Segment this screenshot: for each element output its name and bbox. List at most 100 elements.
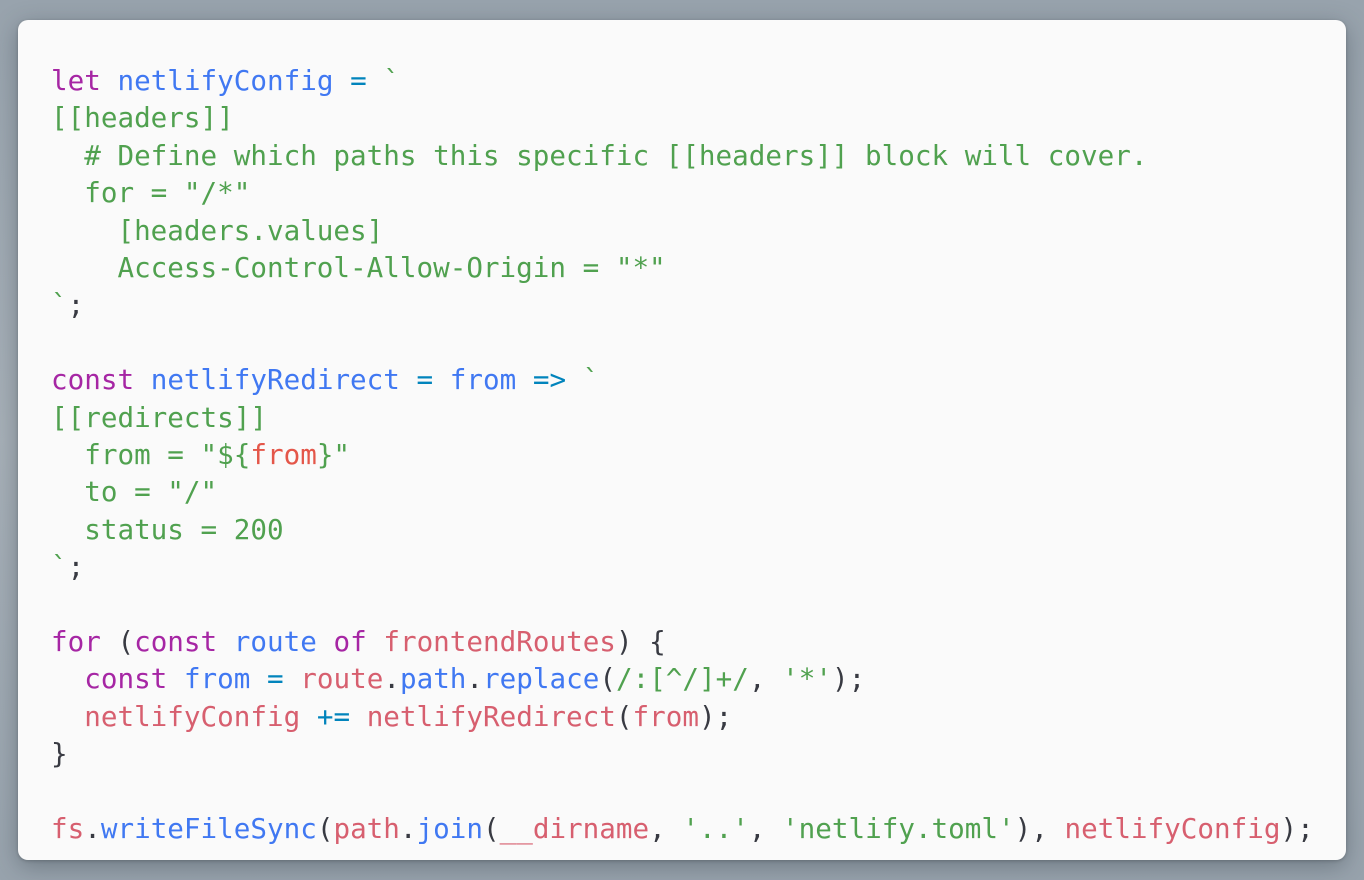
code-line: to = "/" bbox=[51, 473, 1314, 510]
code-token bbox=[350, 700, 367, 733]
code-token: from = "${ bbox=[51, 437, 251, 471]
code-token: ` bbox=[51, 288, 68, 322]
code-token: '*' bbox=[782, 662, 832, 696]
code-token: [[redirects]] bbox=[51, 400, 267, 434]
code-token: . bbox=[466, 662, 484, 696]
code-token: from bbox=[250, 437, 317, 471]
code-token bbox=[101, 64, 118, 97]
code-token: of bbox=[333, 624, 367, 658]
code-token: status = 200 bbox=[51, 512, 284, 546]
code-token bbox=[167, 662, 184, 695]
code-line: const netlifyRedirect = from => ` bbox=[51, 361, 1314, 398]
code-token: const bbox=[51, 363, 135, 397]
code-token: netlifyRedirect bbox=[366, 699, 616, 733]
code-token bbox=[300, 700, 317, 733]
code-token bbox=[250, 662, 267, 695]
code-line bbox=[51, 324, 1314, 361]
code-token: frontendRoutes bbox=[383, 624, 616, 658]
code-token: fs bbox=[51, 811, 85, 845]
code-line: [[headers]] bbox=[51, 99, 1314, 136]
code-line: for = "/*" bbox=[51, 174, 1314, 211]
code-token: for bbox=[51, 624, 101, 658]
code-token: . bbox=[399, 811, 417, 845]
code-token: netlifyConfig bbox=[1064, 811, 1281, 845]
code-line: for (const route of frontendRoutes) { bbox=[51, 623, 1314, 660]
code-token: ; bbox=[67, 550, 85, 584]
code-line: const from = route.path.replace(/:[^/]+/… bbox=[51, 660, 1314, 697]
code-token: ); bbox=[1280, 811, 1314, 845]
code-token: += bbox=[316, 699, 351, 733]
code-token: = bbox=[267, 662, 284, 696]
code-token bbox=[516, 363, 533, 396]
code-line: `; bbox=[51, 548, 1314, 585]
code-token: path bbox=[333, 811, 400, 845]
code-token: }" bbox=[316, 437, 351, 471]
code-line: } bbox=[51, 735, 1314, 772]
code-token: [headers.values] bbox=[51, 213, 384, 247]
code-token: for = "/*" bbox=[51, 176, 251, 210]
code-token: 'netlify.toml' bbox=[782, 811, 1015, 845]
code-token bbox=[333, 64, 350, 97]
code-token: from bbox=[183, 662, 251, 696]
code-token bbox=[217, 625, 234, 658]
code-token: netlifyConfig bbox=[117, 64, 334, 97]
code-token: from bbox=[632, 699, 699, 733]
code-token: __dirname bbox=[499, 811, 650, 845]
code-token: const bbox=[134, 624, 218, 658]
code-line: fs.writeFileSync(path.join(__dirname, '.… bbox=[51, 810, 1314, 847]
code-token: , bbox=[748, 662, 783, 696]
code-token: Access-Control-Allow-Origin = "*" bbox=[51, 250, 666, 284]
code-token: ( bbox=[599, 662, 616, 696]
code-token: /:[^/]+/ bbox=[615, 662, 749, 696]
code-token bbox=[134, 363, 151, 396]
code-token: ( bbox=[615, 699, 633, 733]
code-line: let netlifyConfig = ` bbox=[51, 62, 1314, 99]
code-token: to = "/" bbox=[51, 475, 218, 509]
code-token: from bbox=[449, 363, 517, 397]
code-line bbox=[51, 585, 1314, 622]
code-token: writeFileSync bbox=[100, 811, 317, 845]
code-token: ( bbox=[100, 624, 135, 658]
code-token: ), bbox=[1014, 811, 1065, 845]
code-token bbox=[433, 363, 450, 396]
code-token bbox=[51, 662, 84, 695]
code-token bbox=[400, 363, 417, 396]
code-line: status = 200 bbox=[51, 511, 1314, 548]
code-token: ` bbox=[582, 363, 600, 397]
code-token: . bbox=[383, 662, 400, 696]
code-token: = bbox=[350, 64, 367, 97]
code-token: } bbox=[51, 737, 68, 771]
code-token: ( bbox=[316, 811, 334, 845]
code-token: ` bbox=[383, 64, 400, 97]
code-token: let bbox=[51, 64, 101, 97]
code-token bbox=[367, 64, 384, 97]
code-line: [headers.values] bbox=[51, 212, 1314, 249]
code-token: route bbox=[233, 624, 317, 658]
code-token: netlifyRedirect bbox=[150, 363, 400, 397]
code-token: , bbox=[649, 811, 683, 845]
code-token bbox=[566, 363, 583, 396]
code-token: [[headers]] bbox=[51, 101, 234, 135]
code-token bbox=[367, 625, 384, 658]
code-token bbox=[51, 700, 84, 733]
code-token: ; bbox=[67, 288, 85, 322]
code-token: ); bbox=[831, 662, 866, 696]
code-block: let netlifyConfig = `[[headers]] # Defin… bbox=[51, 62, 1314, 847]
code-line: from = "${from}" bbox=[51, 436, 1314, 473]
code-token bbox=[317, 625, 334, 658]
code-token: , bbox=[748, 811, 783, 845]
code-line: Access-Control-Allow-Origin = "*" bbox=[51, 249, 1314, 286]
code-token: replace bbox=[483, 662, 600, 696]
code-window: let netlifyConfig = `[[headers]] # Defin… bbox=[18, 20, 1346, 860]
code-token: const bbox=[84, 662, 168, 696]
code-token: join bbox=[416, 811, 483, 845]
code-token: => bbox=[532, 363, 567, 397]
code-line: netlifyConfig += netlifyRedirect(from); bbox=[51, 698, 1314, 735]
code-line: # Define which paths this specific [[hea… bbox=[51, 137, 1314, 174]
code-token: ` bbox=[51, 550, 68, 584]
code-token: '..' bbox=[682, 811, 749, 845]
code-token: = bbox=[416, 363, 434, 397]
code-line bbox=[51, 772, 1314, 809]
code-token: ( bbox=[482, 811, 500, 845]
code-token: route bbox=[300, 662, 384, 696]
